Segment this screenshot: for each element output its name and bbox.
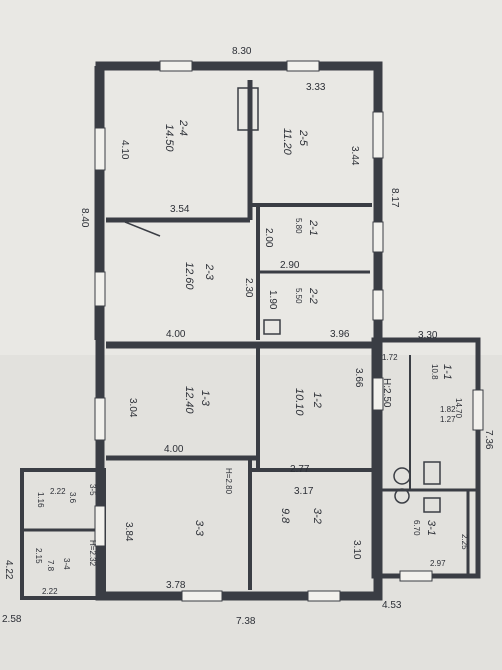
room-3-4-area: 7.8 <box>46 560 55 572</box>
room-labels: 2-4 14.50 2-5 11.20 2-1 5.80 2-2 5.50 2-… <box>46 119 453 572</box>
dim-3-54: 3.54 <box>170 204 190 215</box>
room-3-3-id: 3-3 <box>193 520 205 537</box>
dim-4-00: 4.00 <box>166 329 186 340</box>
room-3-2-area: 9.8 <box>279 508 291 524</box>
dim-2-15: 2.15 <box>34 548 43 564</box>
room-2-1-area: 5.80 <box>294 218 303 234</box>
dim-annex-left: 4.22 <box>3 560 14 580</box>
dim-3-04: 3.04 <box>127 398 138 418</box>
dim-2-77: 2.77 <box>290 464 310 475</box>
dim-2-25: 2.25 <box>460 534 469 550</box>
dim-2-90: 2.90 <box>280 260 300 271</box>
dim-2-00: 2.00 <box>263 228 274 248</box>
room-3-5-id: 3-5 <box>88 484 97 496</box>
dim-bottom-left: 2.58 <box>2 614 22 625</box>
room-2-4-id: 2-4 <box>177 119 189 136</box>
windows <box>94 60 484 602</box>
room-3-3-height: H=2.80 <box>224 468 233 495</box>
dim-4-10: 4.10 <box>119 140 130 160</box>
dim-3-44: 3.44 <box>349 146 360 166</box>
dim-3-66: 3.66 <box>353 368 364 388</box>
dim-1-72: 1.72 <box>382 353 398 362</box>
dim-3-84: 3.84 <box>123 522 134 542</box>
room-2-3-area: 12.60 <box>183 262 195 290</box>
dim-1-90: 1.90 <box>267 290 278 310</box>
dim-3-17: 3.17 <box>294 486 314 497</box>
dim-3-96: 3.96 <box>330 329 350 340</box>
room-1-2-id: 1-2 <box>311 392 323 408</box>
room-3-1-area: 6.70 <box>412 520 421 536</box>
room-2-3-id: 2-3 <box>203 263 215 281</box>
dimension-labels: 3.33 4.10 3.44 3.54 2.00 2.90 2.30 1.90 … <box>34 82 469 596</box>
room-3-2-id: 3-2 <box>311 508 323 524</box>
dim-left-depth: 8.40 <box>79 208 90 228</box>
room-1-3-id: 1-3 <box>199 390 211 407</box>
dim-3-33: 3.33 <box>306 82 326 93</box>
dim-3-30: 3.30 <box>418 330 438 341</box>
room-2-2-area: 5.50 <box>294 288 303 304</box>
dim-14-70: 14.70 <box>454 398 463 419</box>
height-2-50: H:2.50 <box>381 378 392 408</box>
dim-4-00-b: 4.00 <box>164 444 184 455</box>
dim-2-30: 2.30 <box>243 278 254 298</box>
dim-bottom-width: 7.38 <box>236 616 256 627</box>
room-3-5-area: 3.6 <box>68 492 77 504</box>
dim-2-22-a: 2.22 <box>50 487 66 496</box>
room-3-1-id: 3-1 <box>425 520 437 536</box>
dim-1-82: 1.82 <box>440 405 456 414</box>
room-3-4-id: 3-4 <box>62 558 71 570</box>
room-2-4-area: 14.50 <box>163 124 175 152</box>
dim-3-78: 3.78 <box>166 580 186 591</box>
room-1-2-area: 10.10 <box>293 388 305 416</box>
dim-annex-right: 7.36 <box>483 430 494 450</box>
dim-3-10: 3.10 <box>351 540 362 560</box>
interior-walls <box>106 80 372 590</box>
room-1-1-id: 1-1 <box>441 364 453 380</box>
dim-1-27: 1.27 <box>440 415 456 424</box>
dim-2-22-b: 2.22 <box>42 587 58 596</box>
dim-1-16: 1.16 <box>36 492 45 508</box>
room-1-3-area: 12.40 <box>183 386 195 414</box>
dim-2-97: 2.97 <box>430 559 446 568</box>
room-2-1-id: 2-1 <box>307 219 319 236</box>
room-2-5-area: 11.20 <box>281 128 293 156</box>
dim-top-width: 8.30 <box>232 46 252 57</box>
stair-and-door-marks <box>124 87 441 513</box>
height-2-32: H=2.32 <box>88 540 97 567</box>
room-2-5-id: 2-5 <box>297 129 309 147</box>
dim-right-depth: 8.17 <box>389 188 400 208</box>
dim-bottom-right: 4.53 <box>382 600 402 611</box>
room-1-1-area: 10.8 <box>430 364 439 380</box>
room-2-2-id: 2-2 <box>307 287 319 304</box>
